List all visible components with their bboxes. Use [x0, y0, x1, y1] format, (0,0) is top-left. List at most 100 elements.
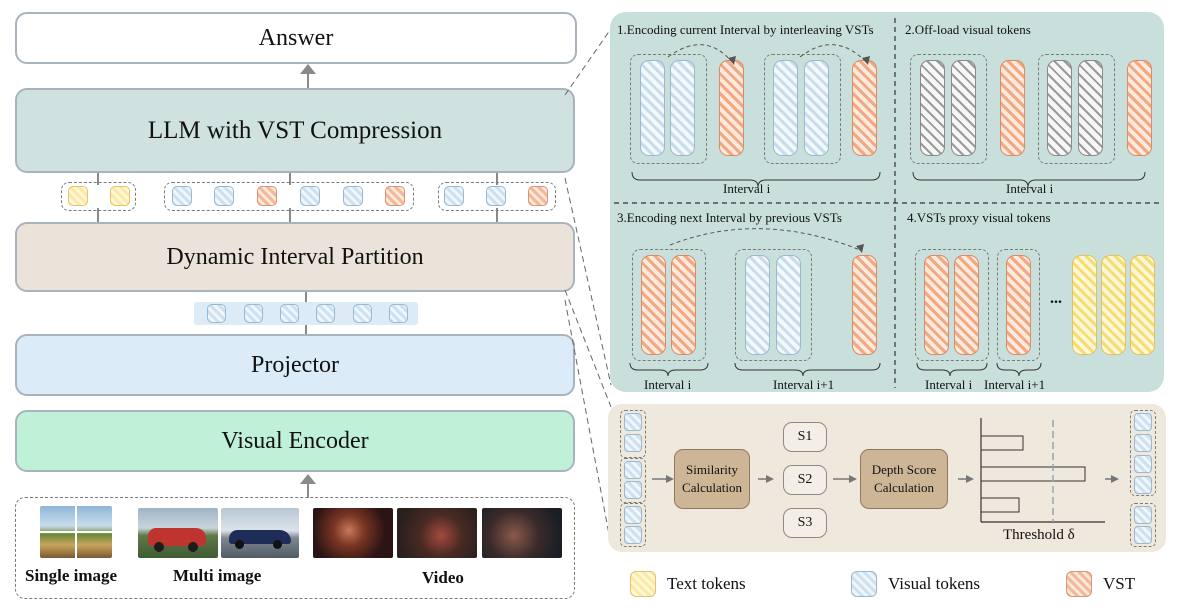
- score-s2-label: S2: [797, 472, 813, 487]
- visual-token: [486, 186, 506, 206]
- q4-title: 4.VSTs proxy visual tokens: [907, 210, 1051, 225]
- q4-braces: [916, 362, 1042, 377]
- visual-token-pill: [670, 60, 695, 156]
- visual-token: [172, 186, 192, 206]
- video-frame-1: [313, 508, 393, 558]
- visual-token: [624, 434, 642, 452]
- single-image: [40, 506, 112, 558]
- visual-token: [244, 304, 263, 323]
- text-token: [110, 186, 130, 206]
- legend-vst-swatch: [1066, 571, 1092, 597]
- visual-token: [207, 304, 226, 323]
- inputs-container: [15, 497, 575, 599]
- vst-token: [385, 186, 405, 206]
- input-tokens-col1: [620, 410, 646, 458]
- q3-interval-b-label: Interval i+1: [773, 377, 835, 392]
- projector-box: Projector: [15, 334, 575, 396]
- visual-token: [280, 304, 299, 323]
- vst-pill: [954, 255, 979, 355]
- q3-annotations: [629, 228, 881, 377]
- visual-token: [1134, 476, 1152, 494]
- interval-token-group: [438, 182, 556, 211]
- video-frame-2: [397, 508, 477, 558]
- vst-pill: [1006, 255, 1031, 355]
- encoder-label: Visual Encoder: [221, 427, 369, 454]
- visual-token-pill: [640, 60, 665, 156]
- q2-title: 2.Off-load visual tokens: [905, 22, 1031, 37]
- text-token-pill: [1130, 255, 1155, 355]
- similarity-label: Similarity Calculation: [682, 462, 742, 495]
- visual-token: [1134, 434, 1152, 452]
- arrow-encoder: [300, 474, 316, 498]
- output-interval-2: [1130, 503, 1156, 547]
- score-s1-label: S1: [797, 429, 813, 444]
- visual-token: [389, 304, 408, 323]
- q2-group-b: [1038, 54, 1115, 164]
- q2-brace: [912, 171, 1146, 188]
- legend-text-token-swatch: [630, 571, 656, 597]
- depth-label: Depth Score Calculation: [871, 462, 937, 495]
- vst-pill: [641, 255, 666, 355]
- visual-token: [624, 506, 642, 524]
- visual-token: [624, 526, 642, 544]
- flow-arrows: [652, 475, 1119, 483]
- visual-encoder-box: Visual Encoder: [15, 410, 575, 472]
- input-label-multi: Multi image: [173, 566, 262, 585]
- visual-token-pill: [776, 255, 801, 355]
- visual-token: [343, 186, 363, 206]
- legend-vst: VST: [1103, 574, 1136, 593]
- legend-text-tokens: Text tokens: [667, 574, 746, 593]
- multi-image-1: [138, 508, 218, 558]
- threshold-label: Threshold δ: [1003, 527, 1075, 543]
- arrow-answer: [300, 64, 316, 88]
- offloaded-token-pill: [920, 60, 945, 156]
- text-token-pill: [1101, 255, 1126, 355]
- q2-interval-label: Interval i: [1006, 181, 1054, 196]
- answer-label: Answer: [258, 24, 334, 51]
- input-label-single: Single image: [25, 566, 118, 585]
- visual-token: [1134, 506, 1152, 524]
- interval-token-group: [164, 182, 414, 211]
- offloaded-token-pill: [951, 60, 976, 156]
- vst-token: [528, 186, 548, 206]
- depth-score-bars: [980, 418, 1105, 523]
- score-s3: S3: [783, 508, 827, 538]
- visual-token: [300, 186, 320, 206]
- q4-group-b: [997, 249, 1040, 361]
- vst-pill: [719, 60, 744, 156]
- visual-token: [624, 461, 642, 479]
- visual-token: [353, 304, 372, 323]
- answer-box: Answer: [15, 12, 577, 64]
- q4-group-a: [915, 249, 989, 361]
- depth-score-calculation-box: Depth Score Calculation: [860, 449, 948, 509]
- visual-token: [624, 481, 642, 499]
- llm-box: LLM with VST Compression: [15, 88, 575, 173]
- q1-interval-label: Interval i: [723, 181, 771, 196]
- vst-pill: [852, 255, 877, 355]
- visual-token: [1134, 413, 1152, 431]
- visual-token-pill: [773, 60, 798, 156]
- dynamic-interval-partition-box: Dynamic Interval Partition: [15, 222, 575, 292]
- legend-visual-tokens: Visual tokens: [888, 574, 980, 593]
- multi-image-2: [221, 508, 299, 558]
- input-tokens-col2: [620, 458, 646, 503]
- q2-group-a: [910, 54, 987, 164]
- input-label-video: Video: [422, 568, 464, 587]
- q1-title: 1.Encoding current Interval by interleav…: [617, 22, 874, 37]
- vst-pill: [924, 255, 949, 355]
- offloaded-token-pill: [1047, 60, 1072, 156]
- vst-token: [257, 186, 277, 206]
- q3-interval-a-label: Interval i: [644, 377, 692, 392]
- visual-token: [1134, 455, 1152, 473]
- input-tokens-col3: [620, 503, 646, 547]
- q1-group-b: [764, 54, 841, 164]
- visual-token: [214, 186, 234, 206]
- q3-group-b: [735, 249, 812, 361]
- q4-interval-b-label: Interval i+1: [984, 377, 1046, 392]
- output-interval-1: [1130, 410, 1156, 496]
- visual-token-pill: [804, 60, 829, 156]
- vst-pill: [852, 60, 877, 156]
- q4-ellipsis: ...: [1050, 290, 1062, 307]
- visual-token: [624, 413, 642, 431]
